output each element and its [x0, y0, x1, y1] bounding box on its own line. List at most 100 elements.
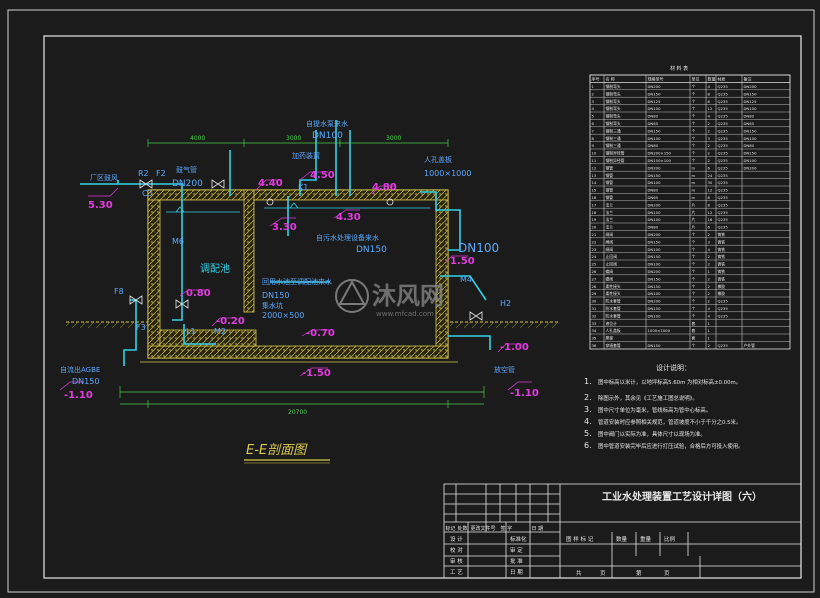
table-cell: 防水套管 — [606, 313, 621, 318]
table-cell: 闸阀 — [606, 232, 614, 237]
table-cell: 4 — [592, 106, 595, 111]
table-cell: 4 — [708, 84, 711, 89]
table-cell: 个 — [692, 262, 696, 267]
table-cell: 1 — [708, 336, 711, 341]
label-f2: F2 — [156, 169, 166, 178]
table-cell: DN100 — [648, 291, 662, 296]
table-cell: 2 — [708, 299, 711, 304]
note-number: 6. — [584, 441, 592, 450]
table-cell: 6 — [708, 225, 711, 230]
table-cell: 闸阀 — [606, 247, 614, 252]
table-cell: 31 — [592, 306, 597, 311]
title-block-label: 签 字 — [501, 525, 513, 532]
table-cell: 12 — [708, 210, 713, 215]
elevation-mark: -1.10 — [64, 390, 93, 401]
table-cell: Q235 — [718, 299, 729, 304]
table-cell: 钢制弯头 — [606, 121, 621, 126]
table-cell: DN100 — [744, 158, 758, 163]
table-cell: 32 — [592, 313, 597, 318]
table-cell: 9 — [592, 143, 595, 148]
table-cell: 个 — [692, 99, 696, 104]
table-cell: 橡胶 — [718, 291, 726, 296]
leader-lines — [59, 171, 532, 391]
dimension-texts: 4000 3000 3000 20700 — [190, 135, 401, 416]
note-number: 5. — [584, 429, 592, 438]
label-m2: M2 — [214, 327, 226, 336]
table-cell: 法兰 — [606, 210, 614, 215]
elevation-mark: 0.80 — [186, 288, 211, 299]
title-block-label: 处数 — [458, 525, 468, 532]
title-block-role: 标准化 — [510, 535, 527, 543]
label-sump: 集水坑 — [262, 301, 283, 310]
table-cell: DN150 — [648, 343, 662, 348]
table-cell: DN100 — [648, 217, 662, 222]
label-r2: R2 — [138, 169, 149, 178]
table-cell: Q235 — [718, 210, 729, 215]
table-cell: 33 — [592, 321, 597, 326]
table-cell: 个 — [692, 136, 696, 141]
table-cell: 钢制三通 — [606, 143, 621, 148]
table-cell: DN150 — [744, 151, 758, 156]
note-item: 2.除图示外，其余见《工艺施工图总说明》。 — [584, 393, 698, 402]
table-cell: 24 — [708, 173, 713, 178]
elevation-mark: 4.80 — [372, 182, 397, 193]
table-cell: 8 — [708, 195, 711, 200]
table-cell: 2 — [708, 254, 711, 259]
table-cell: 2 — [708, 143, 711, 148]
label-to-equip: 加药装置 — [292, 151, 320, 160]
label-dn100-top: DN100 — [312, 131, 343, 141]
note-text: 除图示外，其余见《工艺施工图总说明》。 — [598, 394, 698, 402]
table-cell: 铸铁 — [718, 269, 726, 274]
table-cell: 个 — [692, 299, 696, 304]
table-cell: Q235 — [718, 151, 729, 156]
note-text: 图中管道安装完毕后应进行打压试验，合格后方可投入使用。 — [598, 442, 744, 450]
table-cell: 户外管 — [744, 343, 756, 348]
table-cell: 23 — [592, 247, 597, 252]
table-cell: DN80 — [648, 114, 659, 119]
label-sump-size: 2000×500 — [262, 311, 304, 320]
table-cell: 2 — [708, 232, 711, 237]
table-cell: 16 — [708, 217, 713, 222]
label-blower-pipe: 鼓气管 — [176, 165, 197, 174]
table-cell: 4 — [708, 114, 711, 119]
drawing-title: 工业水处理装置工艺设计详图（六） — [602, 490, 762, 503]
table-cell: 铸铁 — [718, 254, 726, 259]
label-from-pump: 自提水泵来水 — [306, 119, 348, 128]
table-cell: 钢管 — [606, 195, 614, 200]
note-text: 图中阀门以实际为准，具体尺寸以现场为准。 — [598, 430, 706, 438]
table-cell: DN80 — [648, 143, 659, 148]
note-item: 4.管道安装时应参照相关规范，管道坡度不小于千分之0.5米。 — [584, 417, 741, 426]
note-number: 3. — [584, 405, 592, 414]
note-item: 1.图中标高以米计，以地坪标高5.60m 为相对标高±0.00m。 — [584, 377, 741, 386]
sheet-label: 共 — [576, 569, 582, 577]
tank-label: 调配池 — [200, 262, 230, 275]
table-cell: 止回阀 — [606, 254, 618, 259]
table-cell: 4 — [708, 306, 711, 311]
table-cell: DN80 — [648, 188, 659, 193]
label-to-reuse: 回用水池至调配池来水 — [262, 277, 332, 286]
table-cell: 个 — [692, 291, 696, 296]
label-factory-air: 厂区鼓风 — [90, 173, 118, 182]
table-cell: 27 — [592, 276, 597, 281]
table-cell: DN80 — [648, 225, 659, 230]
table-cell: Q235 — [718, 91, 729, 96]
elevation-mark: -0.70 — [306, 328, 335, 339]
label-f8: F8 — [114, 287, 124, 296]
table-cell: Q235 — [718, 165, 729, 170]
label-dn150-mid: DN150 — [356, 245, 387, 255]
table-cell: 钢制弯头 — [606, 106, 621, 111]
table-cell: 铸铁 — [718, 247, 726, 252]
watermark-url: www.mfcad.com — [376, 310, 434, 318]
table-cell: 个 — [692, 143, 696, 148]
label-dn150-out: DN150 — [72, 377, 99, 386]
table-cell: 2 — [708, 291, 711, 296]
label-manhole: 人孔盖板 — [424, 155, 452, 164]
